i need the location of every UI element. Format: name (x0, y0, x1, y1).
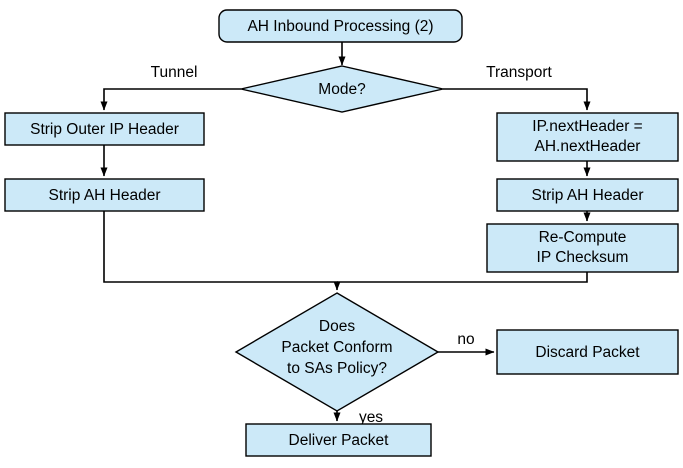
ip-next-header-label-line1: IP.nextHeader = (532, 118, 642, 135)
conform-decision-label-line2: Packet Conform (281, 339, 392, 356)
discard-packet-shape (496, 329, 679, 375)
node-recompute-ip-checksum[interactable]: Re-Compute IP Checksum (486, 223, 679, 273)
edge-right-branch-to-merge (337, 272, 588, 283)
deliver-packet-label: Deliver Packet (289, 432, 390, 449)
node-mode-decision[interactable]: Mode? (240, 65, 444, 113)
edge-mode-transport (443, 88, 591, 111)
start-label: AH Inbound Processing (2) (247, 18, 433, 35)
edge-label-transport: Transport (486, 64, 552, 81)
start-shape (218, 9, 463, 43)
recompute-checksum-label-line2: IP Checksum (537, 249, 629, 266)
node-strip-ah-header-right[interactable]: Strip AH Header (496, 178, 679, 212)
mode-decision-shape (240, 65, 444, 113)
node-start[interactable]: AH Inbound Processing (2) (218, 9, 463, 43)
strip-outer-ip-label: Strip Outer IP Header (30, 121, 179, 138)
strip-ah-right-label: Strip AH Header (532, 187, 644, 204)
strip-ah-left-label: Strip AH Header (49, 187, 161, 204)
edge-mode-tunnel (100, 88, 241, 111)
node-strip-outer-ip-header[interactable]: Strip Outer IP Header (4, 112, 205, 146)
node-strip-ah-header-left[interactable]: Strip AH Header (4, 178, 205, 212)
ip-next-header-label-line2: AH.nextHeader (535, 138, 641, 155)
deliver-packet-shape (245, 423, 432, 457)
edge-label-no: no (457, 331, 474, 348)
recompute-checksum-label-line1: Re-Compute (539, 229, 627, 246)
mode-decision-label: Mode? (318, 81, 366, 98)
node-discard-packet[interactable]: Discard Packet (496, 329, 679, 375)
edge-label-yes: yes (359, 409, 383, 426)
discard-packet-label: Discard Packet (535, 344, 640, 361)
node-ip-next-header[interactable]: IP.nextHeader = AH.nextHeader (496, 112, 679, 162)
edge-label-tunnel: Tunnel (151, 64, 198, 81)
recompute-checksum-shape (486, 223, 679, 273)
node-deliver-packet[interactable]: Deliver Packet (245, 423, 432, 457)
strip-outer-ip-shape (4, 112, 205, 146)
conform-decision-label-line3: to SAs Policy? (287, 360, 387, 377)
edge-left-branch-to-conform (103, 211, 341, 291)
strip-ah-right-shape (496, 178, 679, 212)
ip-next-header-shape (496, 112, 679, 162)
node-conform-decision[interactable]: Does Packet Conform to SAs Policy? (234, 292, 440, 412)
strip-ah-left-shape (4, 178, 205, 212)
conform-decision-label-line1: Does (319, 318, 355, 335)
conform-decision-shape (234, 292, 440, 412)
